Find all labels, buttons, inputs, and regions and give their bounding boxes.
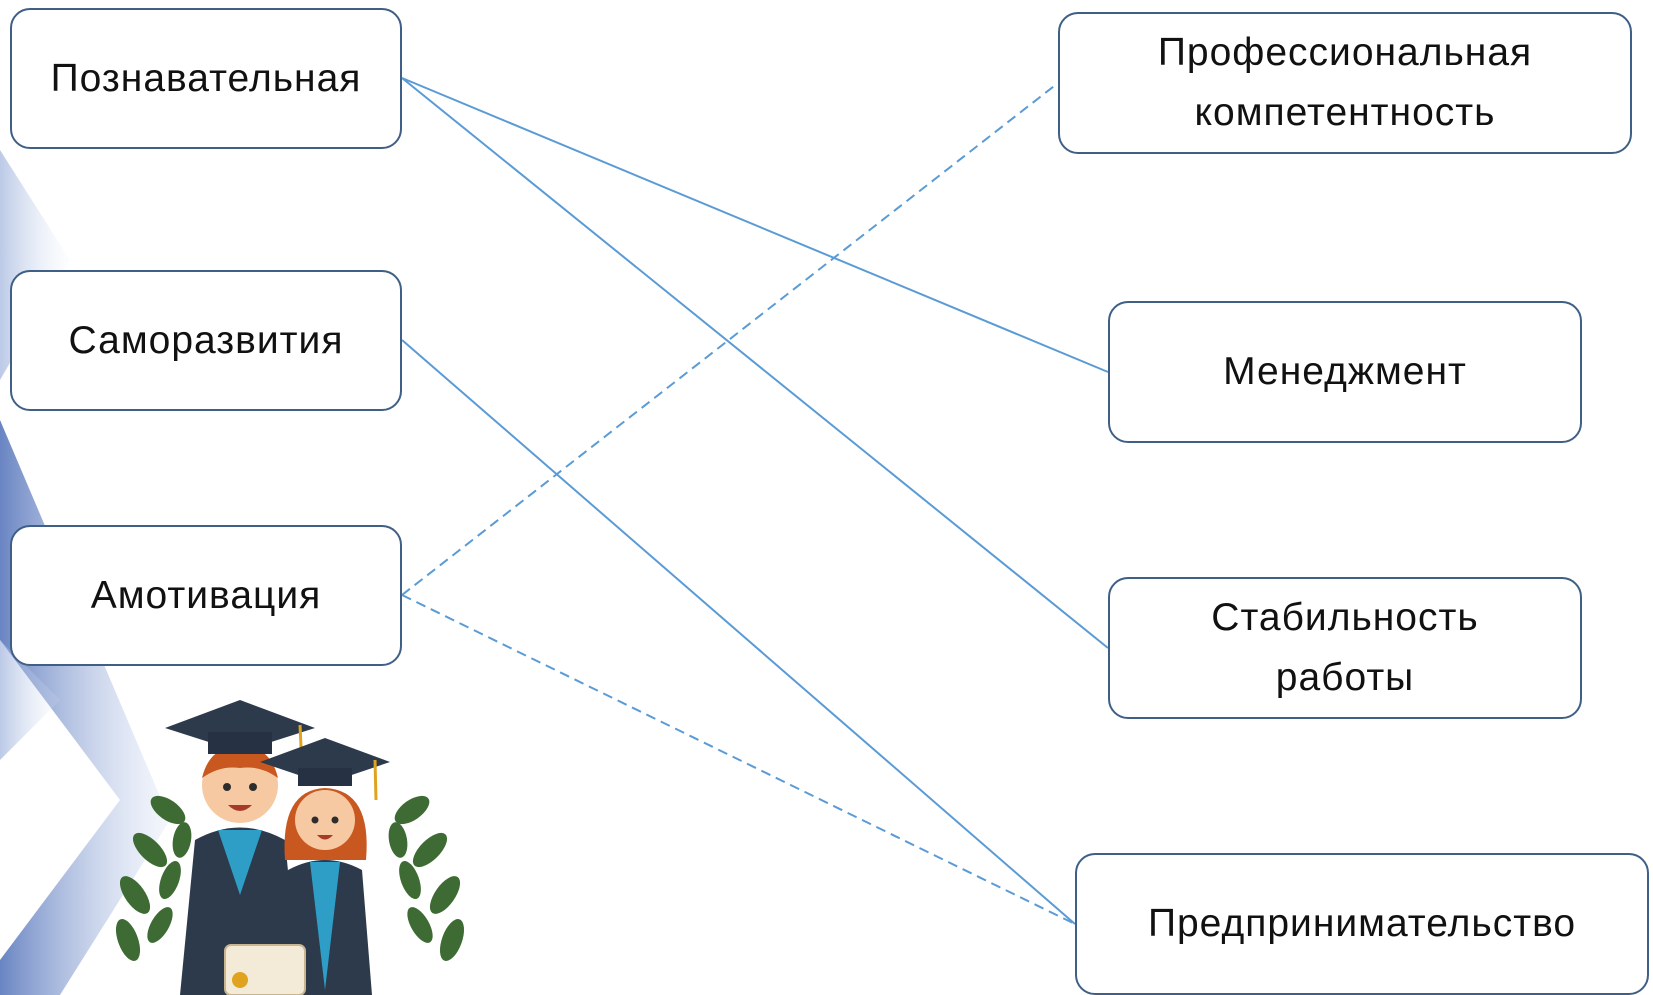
edge-amo-pred [401,594,1076,925]
node-label: Амотивация [90,573,322,617]
edge-amo-prof [401,82,1059,596]
node-label: Стабильность работы [1211,596,1479,699]
node-label: Профессиональная компетентность [1157,31,1533,134]
node-predprinimatelstvo: Предпринимательство [1075,853,1649,995]
node-amotivaciya: Амотивация [10,525,402,666]
node-professionalnaya-kompetentnost: Профессиональная компетентность [1058,12,1632,154]
edge-poz-stab [401,77,1109,649]
graduates-illustration [115,700,465,995]
edge-sam-pred [401,339,1076,925]
node-label: Менеджмент [1223,350,1467,393]
node-samorazvitiya: Саморазвития [10,270,402,411]
graduation-cap-icon [260,738,390,801]
node-poznavatelnaya: Познавательная [10,8,402,149]
edge-poz-men [401,77,1109,373]
node-stabilnost-raboty: Стабильность работы [1108,577,1582,719]
laurel-wreath-icon [115,795,465,961]
node-label: Познавательная [50,56,362,100]
node-menedzhment: Менеджмент [1108,301,1582,443]
diploma-scroll-icon [224,944,306,995]
node-label: Предпринимательство [1147,902,1577,945]
node-label: Саморазвития [68,318,344,362]
